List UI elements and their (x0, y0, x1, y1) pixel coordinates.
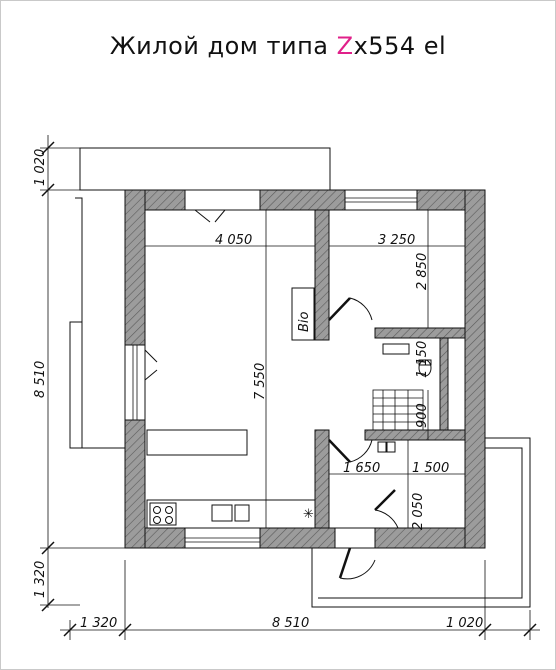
bio-fireplace: Bio (291, 287, 315, 341)
dim-bottom-1: 1 320 (80, 616, 117, 631)
dim-room2-depth: 2 050 (411, 493, 426, 530)
stairs (372, 389, 424, 431)
title-accent-letter: Z (336, 32, 354, 60)
dim-bath-depth: 1 150 (415, 341, 430, 378)
dim-living-width: 4 050 (215, 233, 252, 248)
bio-label: Bio (297, 311, 312, 332)
dim-bottom-3: 1 020 (446, 616, 483, 631)
dim-left-total: 8 510 (33, 361, 48, 398)
wall-openings (124, 189, 418, 549)
dim-room-width: 3 250 (378, 233, 415, 248)
dim-living-depth: 7 550 (253, 363, 268, 400)
interior-walls (314, 209, 466, 529)
plan-title: Жилой дом типа Zx554 el (0, 32, 556, 60)
dim-room-depth: 2 850 (415, 253, 430, 290)
title-suffix: x554 el (353, 32, 447, 60)
window-lines (132, 197, 417, 543)
exterior-dimension-lines (40, 135, 540, 640)
title-prefix: Жилой дом типа (109, 32, 337, 60)
extractor-icon: ✳ (303, 507, 314, 522)
dim-bottom-2: 8 510 (272, 616, 309, 631)
dim-stair-depth: 900 (415, 403, 430, 428)
interior-dimension-lines (145, 210, 465, 528)
dim-bottom-left: 1 320 (33, 561, 48, 598)
sink-icon (211, 504, 233, 522)
dim-hall-width: 1 650 (343, 461, 380, 476)
stove-icon (149, 502, 177, 526)
dim-top-left: 1 020 (33, 149, 48, 186)
kitchen (146, 429, 316, 529)
doors (144, 209, 399, 580)
bathroom-fixtures (377, 343, 432, 453)
dim-room2-width: 1 500 (412, 461, 449, 476)
sink-icon (382, 343, 410, 355)
